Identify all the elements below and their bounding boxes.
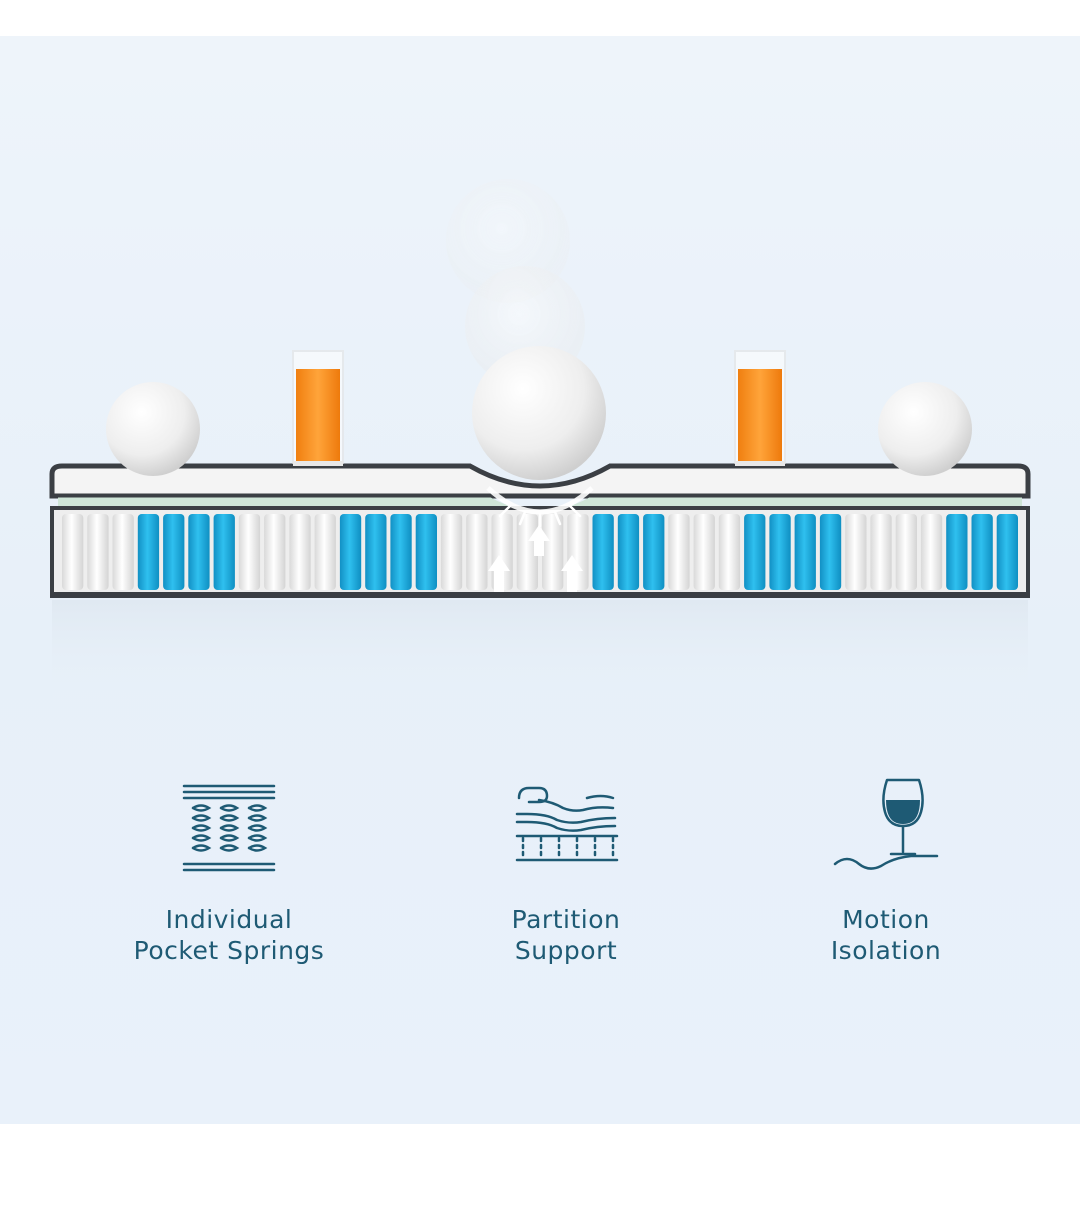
motion-isolation-icon xyxy=(833,778,939,870)
feature-label: Motion Isolation xyxy=(736,904,1036,966)
spring-blue xyxy=(996,514,1018,590)
spring-white xyxy=(87,514,109,590)
spring-white xyxy=(62,514,84,590)
spring-blue xyxy=(946,514,968,590)
partition-support-icon xyxy=(515,786,619,862)
spring-white xyxy=(542,514,564,590)
support-arrows xyxy=(488,525,583,592)
spring-blue xyxy=(163,514,185,590)
feature-label-line1: Individual xyxy=(165,905,293,934)
spring-blue xyxy=(769,514,791,590)
spring-white xyxy=(112,514,134,590)
spring-white xyxy=(845,514,867,590)
spring-white xyxy=(870,514,892,590)
pocket-springs-icon xyxy=(182,784,276,872)
ball-center xyxy=(472,346,606,480)
feature-motion-isolation: Motion Isolation xyxy=(736,776,1036,966)
spring-blue xyxy=(213,514,235,590)
spring-white xyxy=(693,514,715,590)
feature-label-line2: Pocket Springs xyxy=(133,936,325,965)
juice-glass-left xyxy=(292,350,344,466)
feature-pocket-springs: Individual Pocket Springs xyxy=(79,776,379,966)
spring-white xyxy=(238,514,261,590)
spring-white xyxy=(440,514,463,590)
feature-label-line2: Support xyxy=(514,936,618,965)
spring-blue xyxy=(415,514,437,590)
spring-white xyxy=(466,514,488,590)
floor-reflection xyxy=(52,600,1028,710)
spring-blue xyxy=(390,514,412,590)
feature-list: Individual Pocket Springs xyxy=(0,776,1080,1016)
feature-partition-support: Partition Support xyxy=(416,776,716,966)
spring-white xyxy=(895,514,917,590)
spring-blue xyxy=(339,514,362,590)
spring-blue xyxy=(819,514,842,590)
content-panel: Individual Pocket Springs xyxy=(0,36,1080,1124)
spring-white xyxy=(718,514,741,590)
spring-blue xyxy=(365,514,387,590)
ball-left xyxy=(106,382,200,476)
feature-label-line1: Motion xyxy=(842,905,930,934)
mattress-illustration xyxy=(0,36,1080,736)
pressure-rays xyxy=(498,504,582,528)
feature-label-line2: Isolation xyxy=(830,936,942,965)
spring-blue xyxy=(188,514,210,590)
pocket-springs xyxy=(62,514,1018,590)
spring-blue xyxy=(137,514,160,590)
ball-right xyxy=(878,382,972,476)
spring-blue xyxy=(592,514,614,590)
spring-white xyxy=(314,514,336,590)
spring-blue xyxy=(744,514,766,590)
spring-white xyxy=(920,514,943,590)
spring-blue xyxy=(643,514,665,590)
feature-label: Partition Support xyxy=(416,904,716,966)
spring-white xyxy=(289,514,311,590)
spring-white xyxy=(264,514,286,590)
spring-blue xyxy=(794,514,816,590)
spring-blue xyxy=(971,514,993,590)
spring-white xyxy=(668,514,690,590)
feature-label: Individual Pocket Springs xyxy=(79,904,379,966)
mattress xyxy=(49,463,1031,598)
feature-label-line1: Partition xyxy=(511,905,621,934)
spring-white xyxy=(516,514,538,590)
juice-glass-right xyxy=(734,350,786,466)
spring-blue xyxy=(617,514,640,590)
